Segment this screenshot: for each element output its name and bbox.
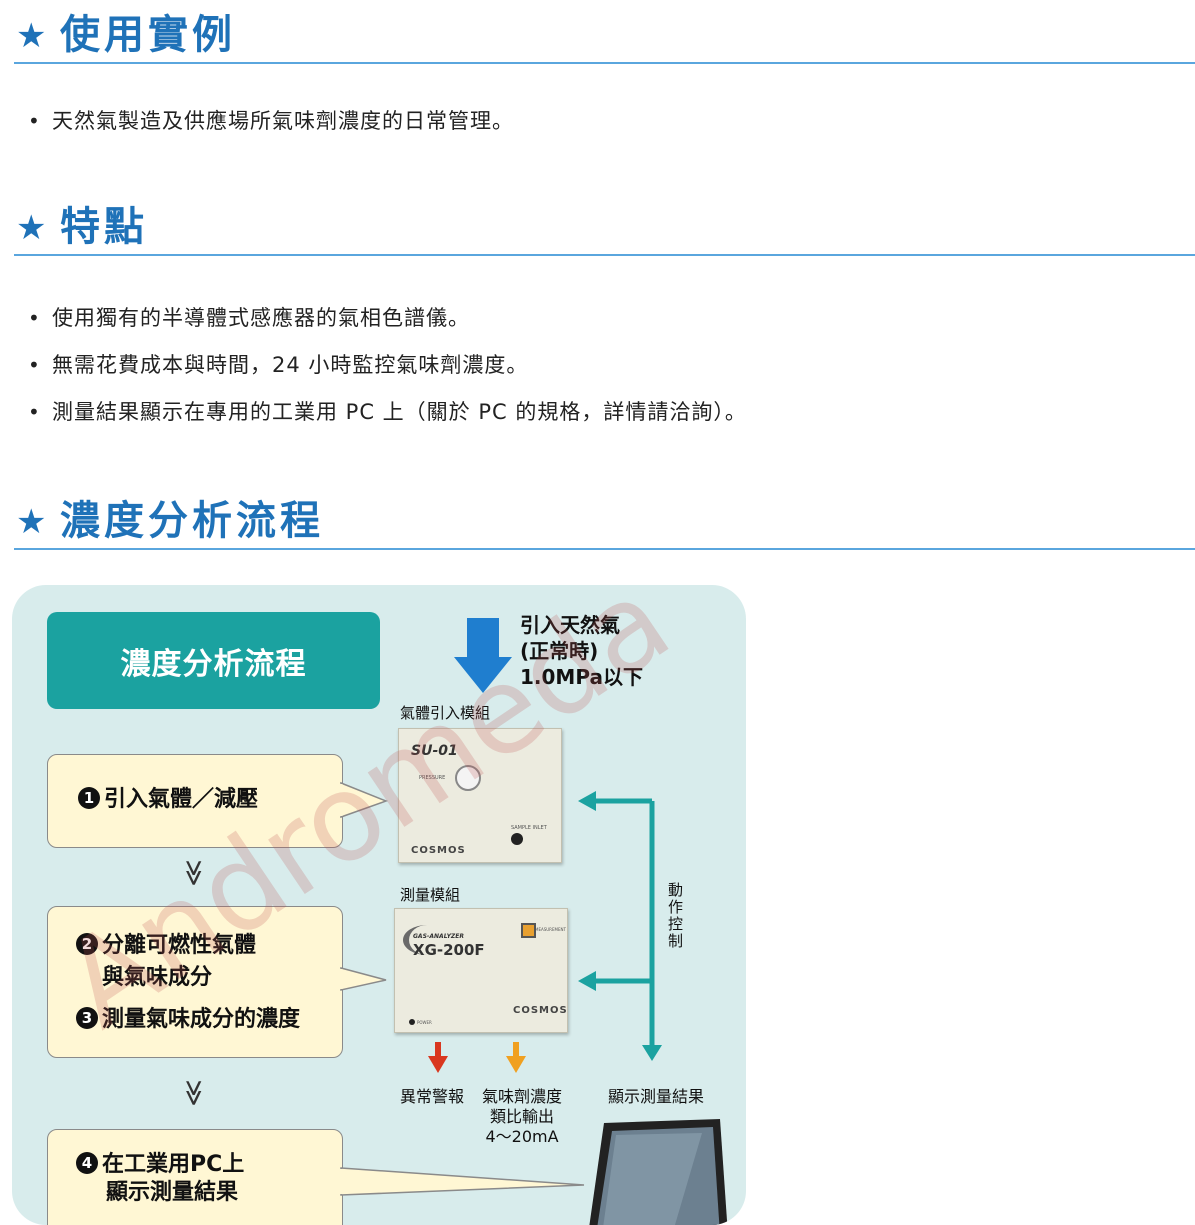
star-icon: ★ [16, 16, 47, 56]
diagram-title: 濃度分析流程 [47, 612, 380, 709]
section-heading-features: ★ 特點 [14, 192, 1195, 256]
power-led-icon [409, 1019, 415, 1025]
pressure-gauge-icon [455, 765, 481, 791]
heading-title: 濃度分析流程 [60, 498, 324, 544]
star-icon: ★ [16, 502, 47, 542]
bullet-icon: • [28, 353, 41, 377]
control-arrow-icon [578, 791, 596, 811]
star-icon: ★ [16, 208, 47, 248]
bubble-pointer [340, 781, 389, 819]
bubble-pointer [340, 967, 387, 991]
list-item: •使用獨有的半導體式感應器的氣相色譜儀。 [28, 306, 470, 330]
features-list: •使用獨有的半導體式感應器的氣相色譜儀。 •無需花費成本與時間，24 小時監控氣… [28, 304, 747, 445]
measurement-module: GAS-ANALYZER XG-200F MEASUREMENT COSMOS … [394, 908, 568, 1033]
list-item: •無需花費成本與時間，24 小時監控氣味劑濃度。 [28, 353, 529, 377]
display-result-label: 顯示測量結果 [608, 1087, 705, 1106]
bullet-icon: • [28, 306, 41, 330]
heading-title: 特點 [60, 204, 148, 250]
control-arrow-icon [578, 971, 596, 991]
gas-analyzer-swoosh-icon [403, 925, 451, 955]
list-item: •測量結果顯示在專用的工業用 PC 上（關於 PC 的規格，詳情請洽詢）。 [28, 400, 747, 424]
alarm-arrow-icon [428, 1056, 448, 1073]
section-heading-flow: ★ 濃度分析流程 [14, 486, 1195, 550]
step-number-icon: 1 [78, 787, 100, 809]
gas-module-label: 氣體引入模組 [400, 704, 491, 722]
step-number-icon: 2 [76, 933, 98, 955]
control-arrow-down-icon [642, 1045, 662, 1061]
inlet-label: 引入天然氣 (正常時) 1.0MPa以下 [520, 613, 643, 689]
bubble-pointer [340, 1167, 585, 1196]
list-item: •天然氣製造及供應場所氣味劑濃度的日常管理。 [28, 109, 514, 133]
bullet-icon: • [28, 400, 41, 424]
control-label: 動 作 控 制 [668, 881, 684, 950]
gas-intake-module: SU-01 PRESSURE SAMPLE INLET COSMOS [398, 728, 562, 863]
use-cases-list: •天然氣製造及供應場所氣味劑濃度的日常管理。 [28, 107, 514, 154]
section-heading-use-cases: ★ 使用實例 [14, 0, 1195, 64]
analog-output-label: 氣味劑濃度 類比輸出 4～20mA [481, 1087, 562, 1146]
step-number-icon: 3 [76, 1007, 98, 1029]
measure-module-label: 測量模組 [400, 886, 461, 904]
bullet-icon: • [28, 109, 41, 133]
step-number-icon: 4 [76, 1152, 98, 1174]
analog-arrow-icon [506, 1056, 526, 1073]
sample-inlet-knob-icon [511, 833, 523, 845]
indicator-light-icon [521, 923, 536, 938]
inlet-arrow-icon [454, 618, 512, 693]
alarm-output-label: 異常警報 [400, 1087, 465, 1106]
heading-title: 使用實例 [60, 12, 236, 58]
